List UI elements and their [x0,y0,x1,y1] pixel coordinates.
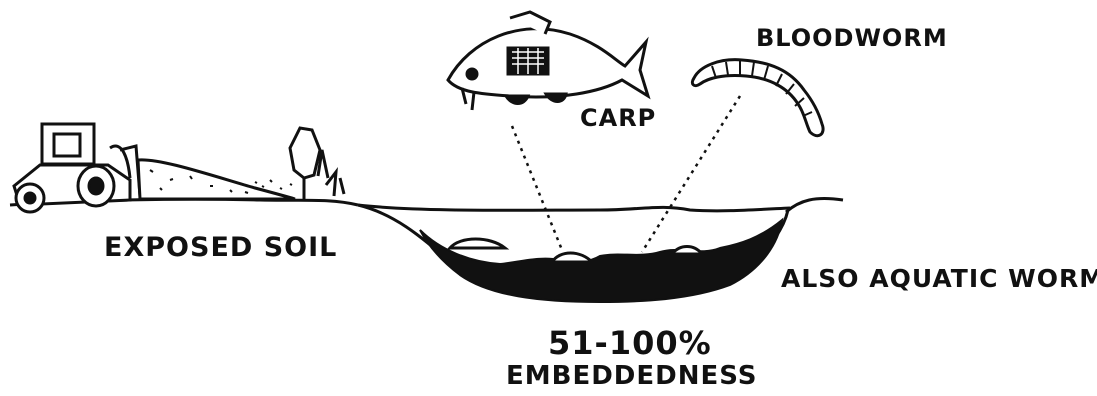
carp-pointer-line [512,126,562,250]
exposed-soil-label: EXPOSED SOIL [104,232,337,263]
embedded-sediment [420,220,782,302]
embeddedness-label: EMBEDDEDNESS [506,361,758,391]
carp-label: CARP [580,104,656,132]
tree-icon [290,128,344,200]
worm-pointer-line [642,96,740,252]
aquatic-worm-label: ALSO AQUATIC WORM [781,264,1097,293]
embeddedness-percent-label: 51-100% [548,324,712,362]
carp-fish-icon [448,12,648,110]
bloodworm-label: BLOODWORM [756,24,948,52]
tractor-icon [14,124,295,212]
water-surface [358,205,790,211]
right-bank [786,199,843,213]
